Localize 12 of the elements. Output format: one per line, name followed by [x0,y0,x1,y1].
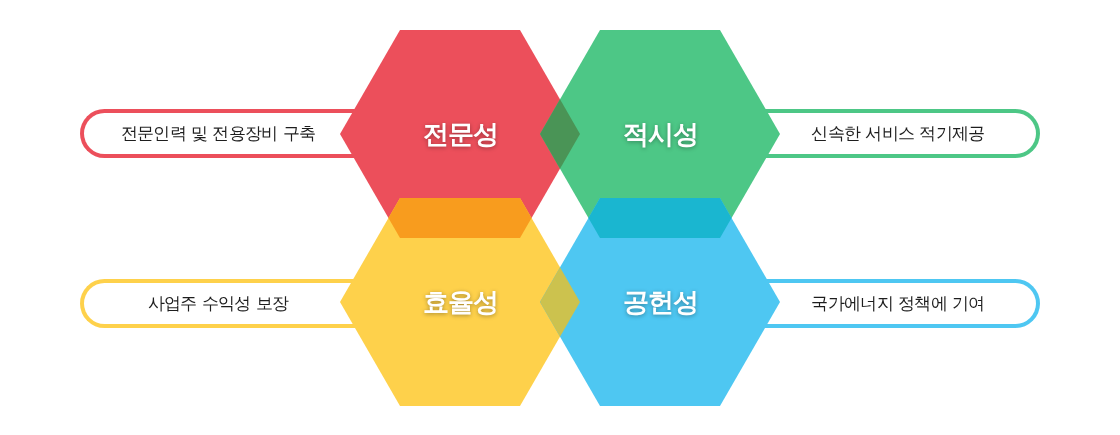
pill-text: 신속한 서비스 적기제공 [811,122,985,145]
text-pill [780,109,1040,158]
pill-text: 전문인력 및 전용장비 구축 [120,122,316,145]
pill-text: 국가에너지 정책에 기여 [811,292,985,315]
text-pill [80,109,340,158]
hexagon-title: 효율성 [422,285,498,319]
hexagon-title: 적시성 [622,117,698,151]
hexagon-title: 공헌성 [622,285,698,319]
text-pill [80,279,340,328]
pill-text: 사업주 수익성 보장 [147,292,289,315]
text-pill [780,279,1040,328]
hexagon-title: 전문성 [422,117,498,151]
